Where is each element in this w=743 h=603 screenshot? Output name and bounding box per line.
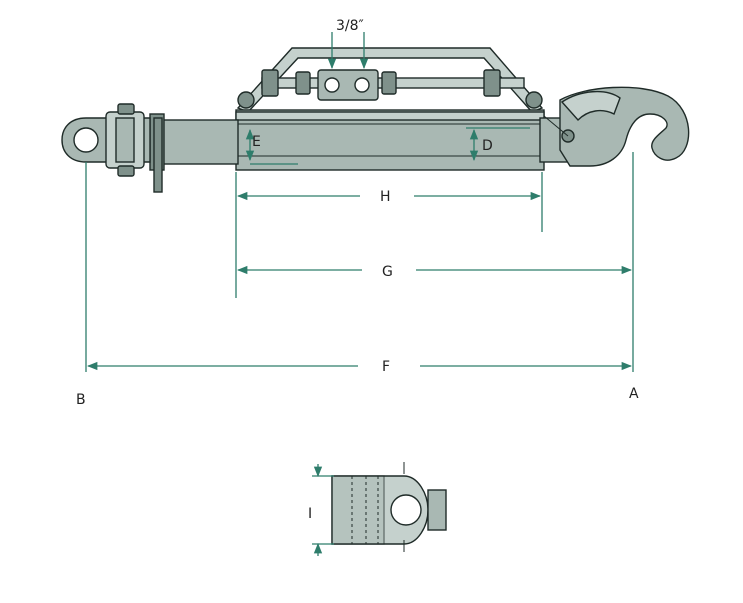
label-B: B (76, 392, 86, 408)
left-clevis-pin-bottom (117, 165, 135, 177)
bracket-nut-right2 (483, 69, 501, 97)
dimension-lines (85, 152, 634, 372)
bracket-nut-right (381, 71, 397, 95)
hook-latch (560, 90, 621, 122)
eye-hole (390, 494, 422, 526)
left-clevis-inner (115, 117, 135, 163)
eye-detail (312, 462, 447, 556)
pivot-bolt-right (525, 91, 543, 109)
label-A: A (629, 386, 639, 402)
bracket-nut-left (261, 69, 279, 97)
top-link-assembly (61, 47, 690, 193)
label-E: E (252, 134, 261, 150)
lock-hole-left (324, 77, 340, 93)
label-H: H (380, 189, 391, 205)
left-eye-hole (73, 127, 99, 153)
label-F: F (382, 359, 390, 375)
hook-latch-rod (543, 115, 569, 137)
spindle-flange (153, 117, 163, 193)
bracket-nut-left2 (295, 71, 311, 95)
main-tube-top-strip (235, 111, 545, 121)
label-D: D (482, 138, 493, 154)
spindle (159, 119, 239, 165)
eye-collar (427, 489, 447, 531)
pivot-bolt-left (237, 91, 255, 109)
label-I: I (308, 506, 312, 522)
lock-hole-right (354, 77, 370, 93)
label-G: G (382, 264, 393, 280)
thread-callout (327, 32, 369, 70)
label-thread: 3/8″ (336, 18, 364, 34)
eye-shading (331, 475, 385, 545)
left-clevis-pin-top (117, 103, 135, 115)
